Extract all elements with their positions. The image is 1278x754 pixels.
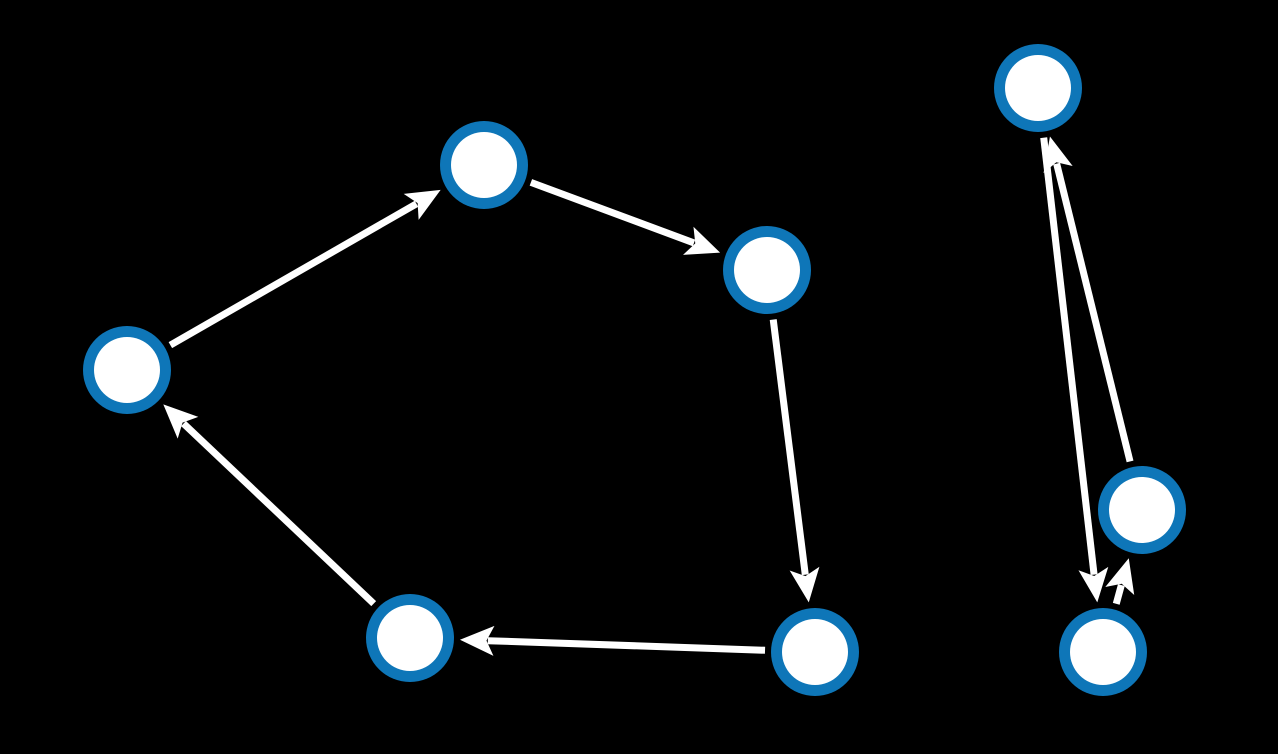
edge-arrowhead-icon: [683, 226, 721, 255]
graph-edge[interactable]: [1040, 137, 1109, 603]
node-fill: [377, 605, 443, 671]
edge-line: [1112, 584, 1125, 605]
node-fill: [734, 237, 800, 303]
graph-edge[interactable]: [1043, 136, 1134, 463]
node-fill: [451, 132, 517, 198]
nodes-layer: [83, 44, 1186, 696]
edge-line: [487, 637, 766, 654]
edges-layer: [163, 136, 1135, 656]
edge-arrowhead-icon: [1078, 566, 1109, 603]
graph-edge[interactable]: [168, 189, 441, 349]
edge-line: [529, 179, 696, 247]
graph-node[interactable]: [723, 226, 811, 314]
edge-line: [769, 319, 809, 576]
edge-arrowhead-icon: [1043, 136, 1073, 174]
node-fill: [94, 337, 160, 403]
edge-arrowhead-icon: [1105, 558, 1135, 595]
graph-node[interactable]: [1059, 608, 1147, 696]
edge-line: [168, 200, 419, 349]
edge-arrowhead-icon: [789, 566, 820, 603]
graph-node[interactable]: [83, 326, 171, 414]
graph-edge[interactable]: [163, 404, 377, 607]
edge-arrowhead-icon: [403, 189, 441, 220]
graph-node[interactable]: [1098, 466, 1186, 554]
node-fill: [1005, 55, 1071, 121]
graph-edge[interactable]: [769, 319, 820, 603]
graph-node[interactable]: [440, 121, 528, 209]
node-fill: [782, 619, 848, 685]
graph-node[interactable]: [771, 608, 859, 696]
edge-arrowhead-icon: [163, 404, 199, 439]
graph-edge[interactable]: [529, 179, 721, 255]
edge-line: [1053, 162, 1134, 463]
edge-arrowhead-icon: [459, 625, 495, 656]
node-fill: [1109, 477, 1175, 543]
graph-edge[interactable]: [459, 625, 766, 656]
edge-line: [1040, 137, 1098, 576]
graph-node[interactable]: [994, 44, 1082, 132]
edge-line: [181, 421, 377, 607]
graph-node[interactable]: [366, 594, 454, 682]
node-fill: [1070, 619, 1136, 685]
graph-edge[interactable]: [1105, 558, 1135, 605]
